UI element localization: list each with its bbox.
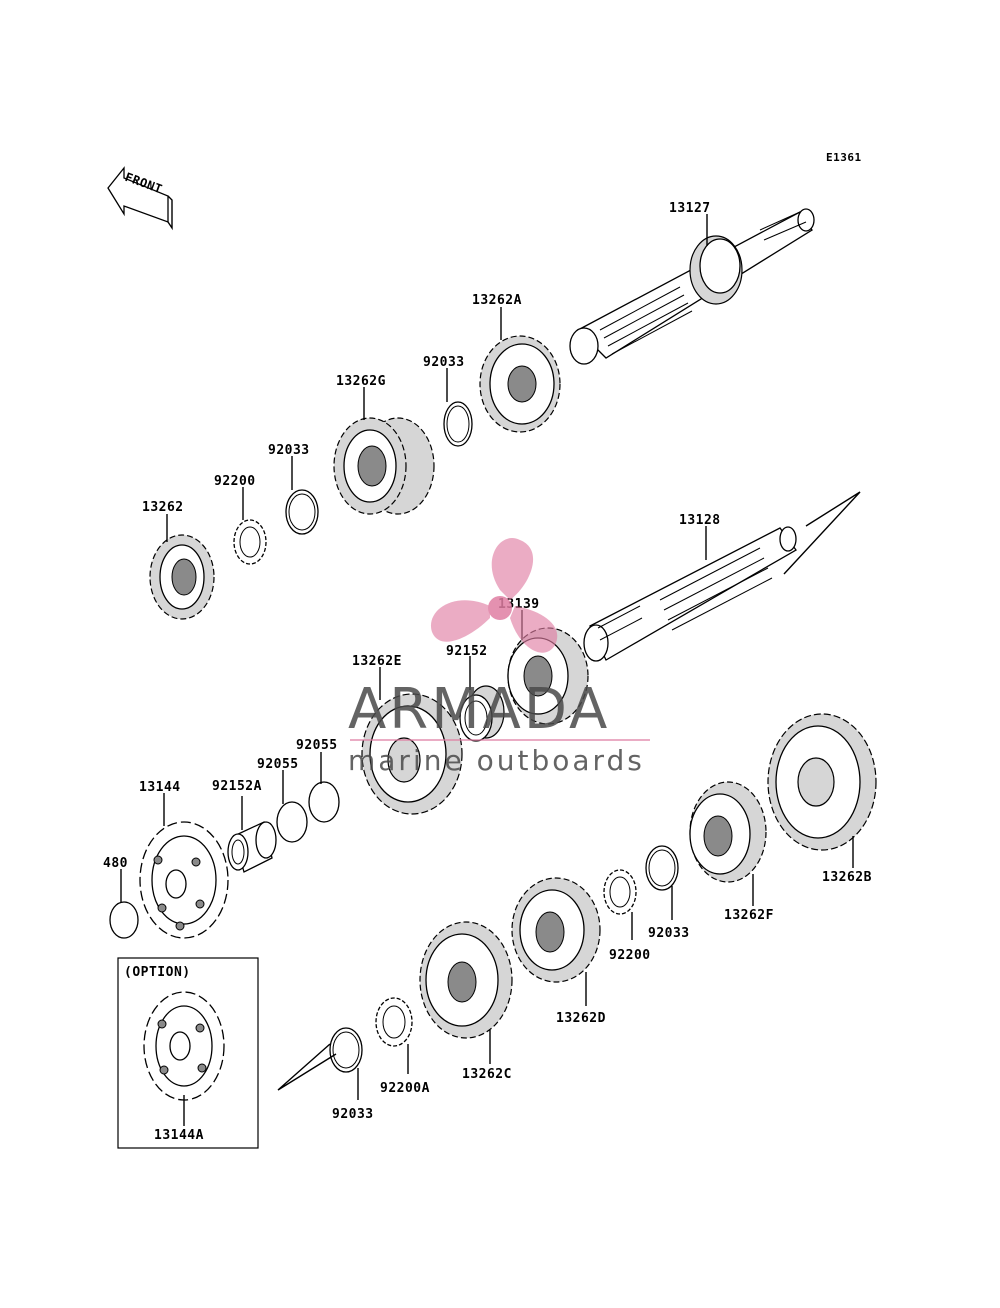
gear-13262D[interactable] — [511, 877, 601, 983]
part-label-13127: 13127 — [669, 201, 711, 216]
part-label-92055-a: 92055 — [257, 757, 299, 772]
washer-92200A[interactable] — [375, 997, 413, 1047]
part-label-92055-b: 92055 — [296, 738, 338, 753]
part-label-13128: 13128 — [679, 513, 721, 528]
propeller-blade-right — [510, 606, 558, 653]
sprocket-13144A[interactable] — [143, 991, 225, 1101]
part-label-92033-a: 92033 — [423, 355, 465, 370]
part-label-13262G: 13262G — [336, 374, 386, 389]
option-box-title: (OPTION) — [124, 965, 191, 980]
o-ring-92055-a[interactable] — [276, 801, 308, 843]
propeller-hub — [488, 596, 512, 620]
output-shaft-13128[interactable] — [583, 526, 797, 662]
watermark-brand: ARMADA — [348, 677, 610, 742]
washer-92200-b[interactable] — [603, 869, 637, 915]
part-label-92200-a: 92200 — [214, 474, 256, 489]
part-label-92152A: 92152A — [212, 779, 262, 794]
part-label-13262D: 13262D — [556, 1011, 606, 1026]
part-label-13262A: 13262A — [472, 293, 522, 308]
part-label-92033-d: 92033 — [332, 1107, 374, 1122]
bushing-92152[interactable] — [459, 685, 505, 742]
propeller-logo-icon — [430, 538, 558, 653]
part-label-92033-c: 92033 — [648, 926, 690, 941]
gear-13262[interactable] — [149, 534, 215, 620]
part-label-13262: 13262 — [142, 500, 184, 515]
option-box: (OPTION) 13144A — [117, 957, 259, 1149]
gear-13262F[interactable] — [689, 781, 767, 883]
part-label-13144A: 13144A — [154, 1128, 204, 1143]
circlip-92033-a[interactable] — [443, 401, 473, 447]
propeller-blade-left — [430, 600, 490, 642]
sprocket-13144[interactable] — [139, 821, 229, 939]
watermark-tagline: marine outboards — [348, 744, 645, 777]
part-label-92152: 92152 — [446, 644, 488, 659]
propeller-blade-top — [491, 538, 534, 600]
front-arrow-icon: FRONT — [107, 166, 173, 231]
bushing-92152A[interactable] — [227, 821, 277, 873]
circlip-92033-b[interactable] — [285, 489, 319, 535]
circlip-92033-d[interactable] — [329, 1027, 363, 1073]
gear-13262B[interactable] — [767, 713, 877, 851]
gear-13262G[interactable] — [333, 417, 435, 515]
circlip-480[interactable] — [109, 901, 139, 939]
part-label-92200-b: 92200 — [609, 948, 651, 963]
part-label-13262B: 13262B — [822, 870, 872, 885]
armada-watermark: ARMADA marine outboards — [348, 538, 650, 777]
gear-13262E[interactable] — [361, 693, 463, 815]
part-label-92200A: 92200A — [380, 1081, 430, 1096]
diagram-code: E1361 — [826, 151, 862, 164]
part-label-92033-b: 92033 — [268, 443, 310, 458]
input-shaft-13127[interactable] — [569, 208, 815, 365]
part-label-480: 480 — [103, 856, 128, 871]
gear-13139[interactable] — [507, 627, 589, 725]
part-label-13262C: 13262C — [462, 1067, 512, 1082]
gear-13262C[interactable] — [419, 921, 513, 1039]
part-label-13262E: 13262E — [352, 654, 402, 669]
washer-92200-a[interactable] — [233, 519, 267, 565]
gear-13262A[interactable] — [479, 335, 561, 433]
circlip-92033-c[interactable] — [645, 845, 679, 891]
part-label-13144: 13144 — [139, 780, 181, 795]
o-ring-92055-b[interactable] — [308, 781, 340, 823]
part-label-13262F: 13262F — [724, 908, 774, 923]
